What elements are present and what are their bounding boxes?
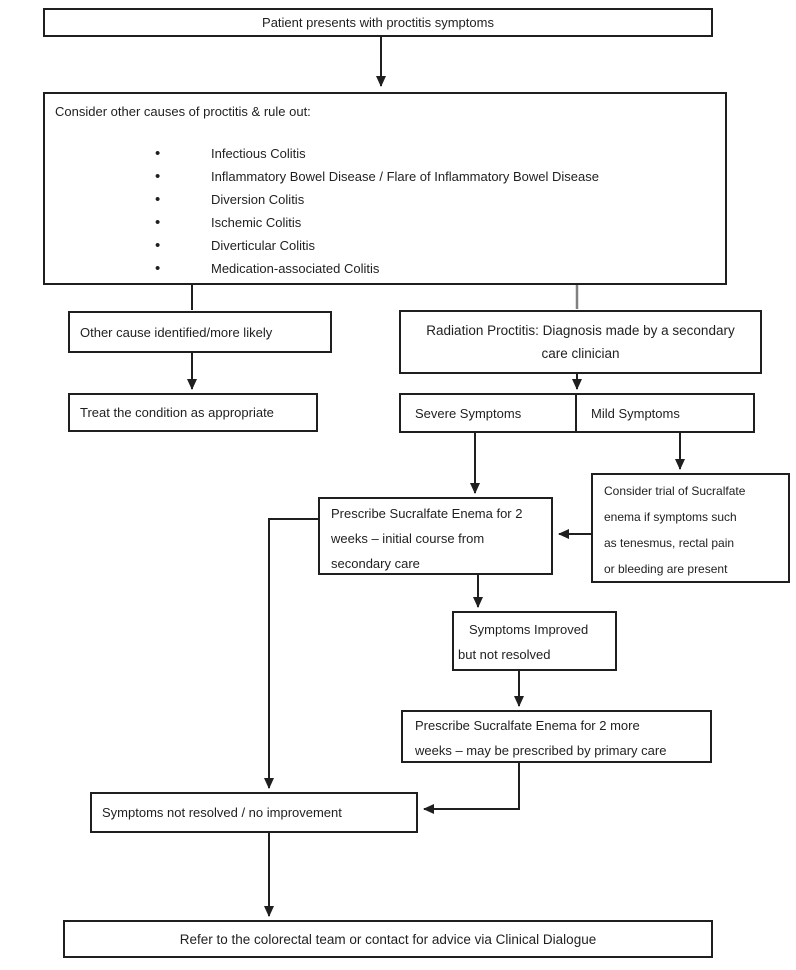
list-item: Infectious Colitis — [155, 142, 715, 165]
node-line: care clinician — [541, 346, 620, 361]
list-item: Inflammatory Bowel Disease / Flare of In… — [155, 165, 715, 188]
node-prescribe-initial: Prescribe Sucralfate Enema for 2 weeks –… — [318, 497, 553, 575]
node-severe-symptoms: Severe Symptoms — [399, 393, 577, 433]
node-refer-colorectal: Refer to the colorectal team or contact … — [63, 920, 713, 958]
node-line: Prescribe Sucralfate Enema for 2 more — [415, 718, 640, 733]
node-patient-presents: Patient presents with proctitis symptoms — [43, 8, 713, 37]
node-symptoms-improved: Symptoms Improved but not resolved — [452, 611, 617, 671]
list-item: Medication-associated Colitis — [155, 257, 715, 280]
node-radiation-proctitis: Radiation Proctitis: Diagnosis made by a… — [399, 310, 762, 374]
node-not-resolved: Symptoms not resolved / no improvement — [90, 792, 418, 833]
node-line: Consider trial of Sucralfate — [604, 484, 746, 498]
node-mild-symptoms: Mild Symptoms — [577, 393, 755, 433]
rule-out-list: Infectious Colitis Inflammatory Bowel Di… — [55, 142, 715, 280]
node-line: Radiation Proctitis: Diagnosis made by a… — [426, 323, 735, 338]
node-rule-out-causes: Consider other causes of proctitis & rul… — [43, 92, 727, 285]
arrow-prescribe-initial-to-not-resolved — [264, 518, 318, 789]
node-line: Prescribe Sucralfate Enema for 2 — [331, 506, 523, 521]
node-label: Symptoms not resolved / no improvement — [102, 805, 342, 820]
node-consider-trial: Consider trial of Sucralfate enema if sy… — [591, 473, 790, 583]
list-item: Diversion Colitis — [155, 188, 715, 211]
list-item: Diverticular Colitis — [155, 234, 715, 257]
node-treat-condition: Treat the condition as appropriate — [68, 393, 318, 432]
list-item: Ischemic Colitis — [155, 211, 715, 234]
node-other-cause: Other cause identified/more likely — [68, 311, 332, 353]
node-line: or bleeding are present — [604, 562, 728, 576]
node-label: Treat the condition as appropriate — [80, 405, 274, 420]
node-line: weeks – may be prescribed by primary car… — [415, 743, 667, 758]
node-label: Refer to the colorectal team or contact … — [179, 931, 597, 947]
node-prescribe-more: Prescribe Sucralfate Enema for 2 more we… — [401, 710, 712, 763]
node-line: secondary care — [331, 556, 420, 571]
node-line: Symptoms Improved — [469, 622, 589, 637]
node-label: Mild Symptoms — [591, 405, 680, 421]
node-line: as tenesmus, rectal pain — [604, 536, 735, 550]
node-line: weeks – initial course from — [331, 531, 485, 546]
arrow-prescribe-more-to-not-resolved — [423, 763, 520, 814]
rule-out-title: Consider other causes of proctitis & rul… — [55, 104, 311, 119]
node-label: Severe Symptoms — [415, 405, 522, 421]
node-line: but not resolved — [458, 647, 551, 662]
node-label: Patient presents with proctitis symptoms — [262, 15, 494, 30]
node-label: Other cause identified/more likely — [80, 324, 273, 340]
node-line: enema if symptoms such — [604, 510, 737, 524]
